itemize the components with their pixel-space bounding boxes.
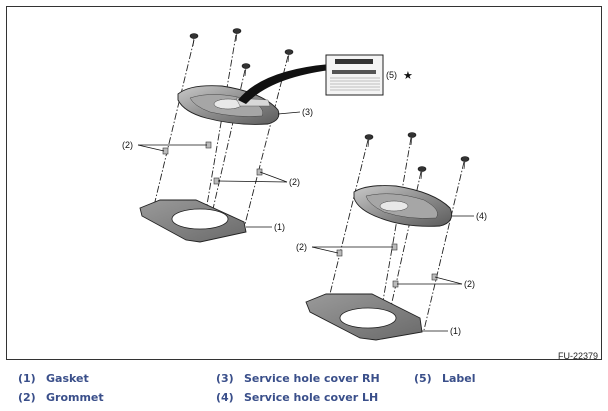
legend-text: Service hole cover RH <box>244 372 380 385</box>
legend-num: (3) <box>216 372 234 385</box>
grommets-left <box>162 141 263 185</box>
leaders-left <box>137 111 301 228</box>
legend-item-cover-lh: (4) Service hole cover LH <box>216 391 378 404</box>
service-hole-cover-rh <box>177 85 280 125</box>
gasket-left <box>139 199 247 243</box>
screws-left <box>189 28 294 77</box>
legend-num: (2) <box>18 391 36 404</box>
leaders-right <box>311 215 474 332</box>
figure-id: FU-22379 <box>557 351 598 361</box>
callout-grommet-left-a: (2) <box>122 140 133 150</box>
legend-text: Service hole cover LH <box>244 391 379 404</box>
callout-grommet-right-b: (2) <box>464 279 475 289</box>
star-icon: ★ <box>403 70 413 82</box>
screws-right <box>364 132 470 180</box>
callout-label: (5) <box>386 70 397 80</box>
exploded-view-diagram: (2) (2) (3) (1) (5) ★ (2) (2) (4) (1) <box>122 28 487 341</box>
legend: (1) Gasket (2) Grommet (3) Service hole cov… <box>0 368 608 411</box>
legend-text: Grommet <box>46 391 104 404</box>
legend-item-grommet: (2) Grommet <box>18 391 104 404</box>
label-leader <box>238 64 330 104</box>
diagram-frame <box>6 6 602 360</box>
legend-item-label: (5) Label <box>414 372 476 385</box>
service-hole-cover-lh <box>353 185 453 227</box>
label-detail <box>325 54 384 96</box>
callout-cover-rh: (3) <box>302 107 313 117</box>
legend-num: (4) <box>216 391 234 404</box>
callout-cover-lh: (4) <box>476 211 487 221</box>
legend-num: (1) <box>18 372 36 385</box>
callout-gasket-left: (1) <box>274 222 285 232</box>
callout-grommet-right-a: (2) <box>296 242 307 252</box>
legend-text: Gasket <box>46 372 89 385</box>
grommets-right <box>336 243 438 288</box>
gasket-right <box>305 293 423 341</box>
callout-grommet-left-b: (2) <box>289 177 300 187</box>
callout-gasket-right: (1) <box>450 326 461 336</box>
legend-item-cover-rh: (3) Service hole cover RH <box>216 372 380 385</box>
legend-item-gasket: (1) Gasket <box>18 372 89 385</box>
legend-num: (5) <box>414 372 432 385</box>
legend-text: Label <box>442 372 476 385</box>
